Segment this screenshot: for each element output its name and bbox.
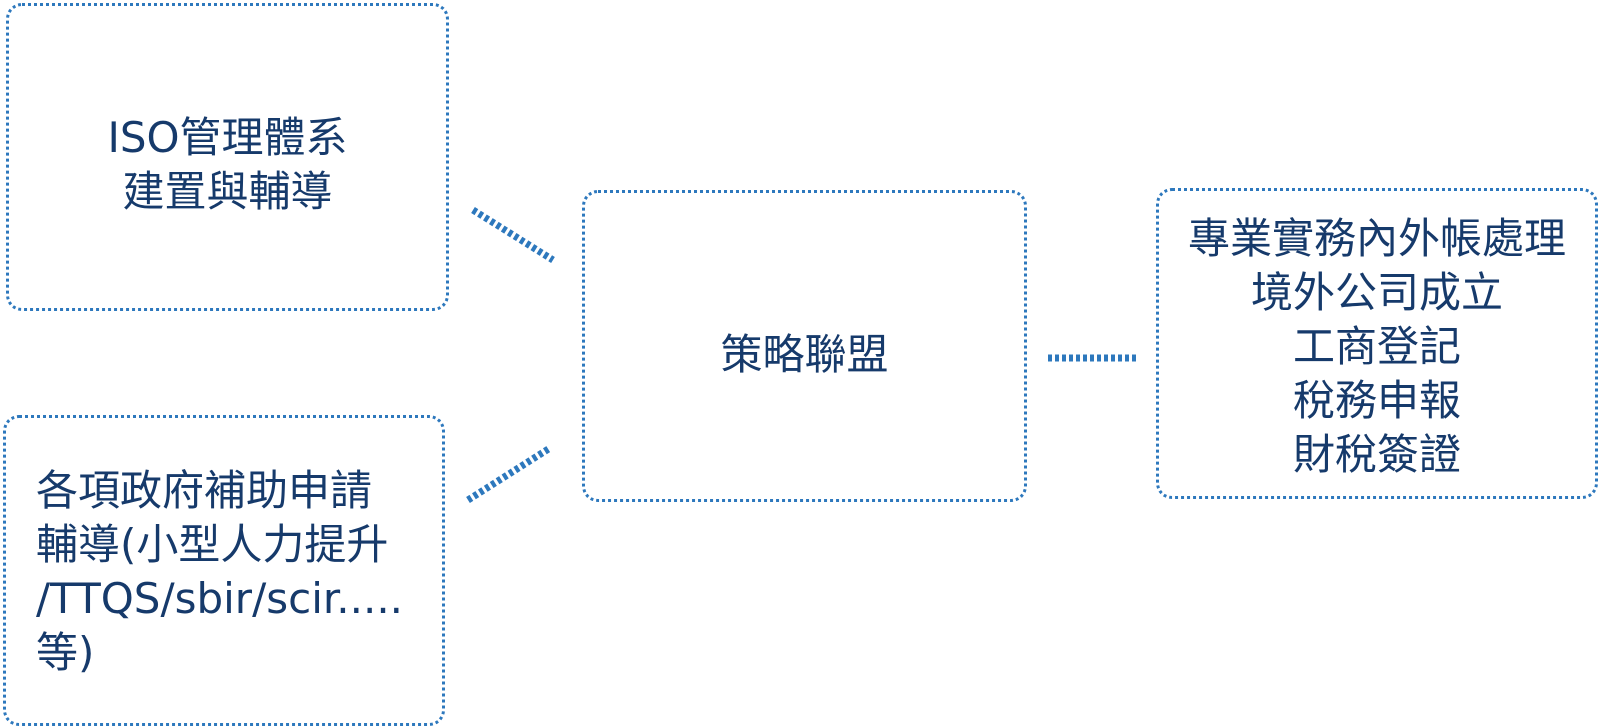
node-subsidy-text: 各項政府補助申請 輔導(小型人力提升 /TTQS/sbir/scir..... … [36,464,403,680]
node-services [1156,188,1598,499]
node-iso-line-2: 建置與輔導 [122,167,333,216]
node-services-line-4: 稅務申報 [1292,376,1461,425]
connector-subsidy-to-alliance [466,445,552,503]
node-subsidy-line-2: 輔導(小型人力提升 [36,520,389,569]
node-services-line-5: 財稅簽證 [1292,430,1461,479]
connector-iso-to-alliance [471,207,555,263]
node-subsidy-line-1: 各項政府補助申請 [36,466,373,515]
node-subsidy [3,415,445,726]
node-services-line-2: 境外公司成立 [1250,268,1503,317]
node-services-text: 專業實務內外帳處理 境外公司成立 工商登記 稅務申報 財稅簽證 [1156,212,1598,482]
node-iso-line-1: ISO管理體系 [107,113,348,162]
node-alliance-line-1: 策略聯盟 [720,330,889,379]
node-alliance [582,190,1027,502]
node-iso [6,3,449,311]
node-services-line-3: 工商登記 [1292,322,1461,371]
node-services-line-1: 專業實務內外帳處理 [1187,214,1566,263]
node-iso-text: ISO管理體系 建置與輔導 [6,111,449,219]
node-subsidy-line-3: /TTQS/sbir/scir..... [36,574,404,623]
node-alliance-text: 策略聯盟 [582,328,1027,382]
node-subsidy-line-4: 等) [36,628,95,677]
